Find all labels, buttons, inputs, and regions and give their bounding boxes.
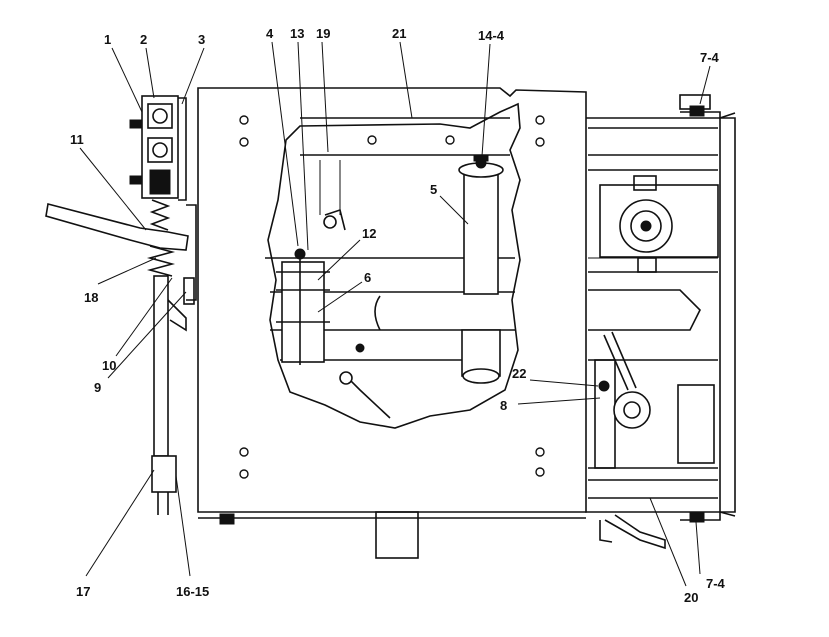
callout-17: 17 bbox=[76, 584, 90, 599]
callout-21: 21 bbox=[392, 26, 406, 41]
internal-shaft bbox=[276, 154, 504, 419]
callout-22: 22 bbox=[512, 366, 526, 381]
callout-5: 5 bbox=[430, 182, 437, 197]
callout-12: 12 bbox=[362, 226, 376, 241]
callout-19: 19 bbox=[316, 26, 330, 41]
right-frame bbox=[585, 94, 736, 550]
callout-7-4-top: 7-4 bbox=[700, 50, 720, 65]
callout-11: 11 bbox=[70, 132, 84, 147]
callout-16-15: 16-15 bbox=[176, 584, 209, 599]
callout-1: 1 bbox=[104, 32, 111, 47]
callout-20: 20 bbox=[684, 590, 698, 605]
callout-6: 6 bbox=[364, 270, 371, 285]
callout-2: 2 bbox=[140, 32, 147, 47]
main-plate bbox=[197, 87, 587, 559]
callout-14-4: 14-4 bbox=[478, 28, 505, 43]
callout-8: 8 bbox=[500, 398, 507, 413]
callout-9: 9 bbox=[94, 380, 101, 395]
callout-labels: 1 2 3 4 13 19 21 14-4 7-4 11 5 12 6 18 1… bbox=[70, 26, 726, 605]
left-linkage bbox=[45, 95, 197, 515]
callout-4: 4 bbox=[266, 26, 274, 41]
callout-13: 13 bbox=[290, 26, 304, 41]
leader-lines bbox=[79, 41, 711, 587]
callout-7-4-bottom: 7-4 bbox=[706, 576, 726, 591]
callout-18: 18 bbox=[84, 290, 98, 305]
callout-10: 10 bbox=[102, 358, 116, 373]
callout-3: 3 bbox=[198, 32, 205, 47]
